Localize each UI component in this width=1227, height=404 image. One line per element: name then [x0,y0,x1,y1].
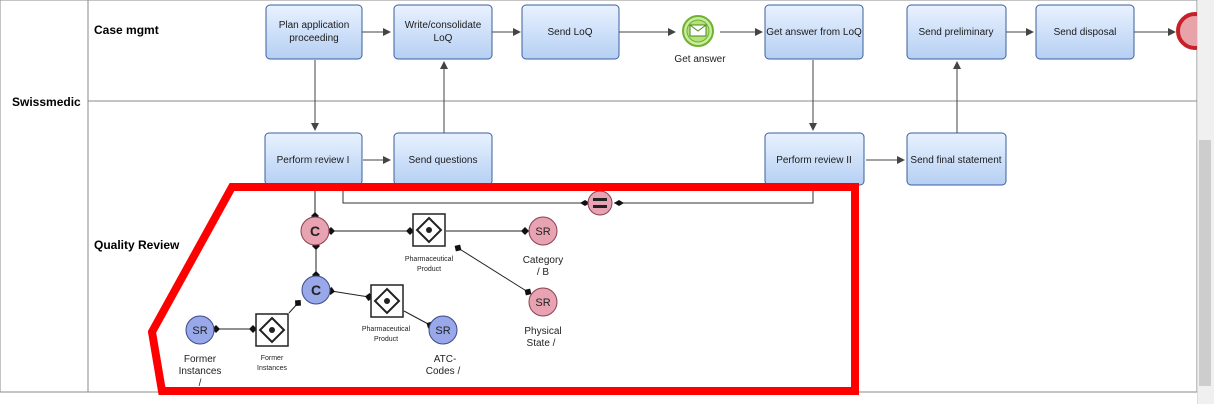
sr-category-b[interactable]: SR Category / B [523,216,564,278]
sr-label: SR [535,226,550,238]
task-review1-label: Perform review I [277,155,350,166]
task-plan-line1: Plan application [279,20,350,31]
sequence-flows [311,28,1176,164]
sr-label: SR [435,325,450,337]
former-line1: Former [184,354,217,365]
lane-label-quality-review: Quality Review [94,238,180,252]
model-connectors [212,190,532,333]
task-plan-line2: proceeding [289,33,338,44]
event-label: Get answer [674,54,726,65]
task-send-questions[interactable]: Send questions [393,132,493,186]
lane-label-case-mgmt: Case mgmt [94,23,159,37]
task-plan-application-proceeding[interactable]: Plan application proceeding [265,4,363,60]
task-send-loq-label: Send LoQ [547,27,592,38]
sr-label: SR [192,325,207,337]
task-perform-review-1[interactable]: Perform review I [264,132,363,186]
task-send-final-statement[interactable]: Send final statement [906,132,1007,186]
highlight-outline [147,183,859,395]
task-write-line1: Write/consolidate [405,20,482,31]
association-bracket [342,188,814,206]
task-send-preliminary[interactable]: Send preliminary [906,4,1007,60]
atc-line1: ATC- [434,354,457,365]
pharma-mid-line2: Product [374,336,398,343]
atc-line2: Codes / [426,366,461,377]
task-send-preliminary-label: Send preliminary [918,27,993,38]
pharma-top-line2: Product [417,266,441,273]
task-send-loq[interactable]: Send LoQ [521,4,620,60]
task-send-disposal-label: Send disposal [1054,27,1117,38]
task-send-final-label: Send final statement [910,155,1001,166]
equals-operator[interactable] [587,190,613,216]
pool-label: Swissmedic [12,95,81,109]
former-small-line1: Former [261,355,284,362]
sr-physical-state[interactable]: SR Physical State / [524,287,562,349]
task-write-consolidate-loq[interactable]: Write/consolidate LoQ [393,4,493,60]
task-perform-review-2[interactable]: Perform review II [764,132,865,186]
sr-label: SR [535,297,550,309]
message-event-get-answer[interactable]: Get answer [674,15,726,65]
former-small-line2: Instances [257,365,287,372]
task-review2-label: Perform review II [776,155,852,166]
operator-pink[interactable]: C [300,216,330,246]
sr-atc-codes[interactable]: SR ATC- Codes / [426,315,461,377]
physical-line1: Physical [524,326,561,337]
category-line1: Category [523,255,564,266]
task-write-line2: LoQ [434,33,453,44]
pharma-product-icon-top[interactable]: Pharmaceutical Product [405,213,454,273]
svg-text:C: C [311,282,321,298]
sr-former-instances[interactable]: SR Former Instances / [179,315,222,389]
pharma-product-icon-mid[interactable]: Pharmaceutical Product [362,284,411,343]
task-get-answer-from-loq[interactable]: Get answer from LoQ [764,4,864,60]
task-send-questions-label: Send questions [409,155,478,166]
former-instances-icon[interactable]: Former Instances [255,313,289,372]
physical-line2: State / [527,338,556,349]
operator-blue[interactable]: C [301,275,331,305]
task-get-answer-label: Get answer from LoQ [766,27,862,38]
former-line3: / [199,378,202,389]
scrollbar-thumb[interactable] [1199,140,1211,386]
task-send-disposal[interactable]: Send disposal [1035,4,1135,60]
svg-text:C: C [310,223,320,239]
pharma-top-line1: Pharmaceutical [405,256,454,263]
pharma-mid-line1: Pharmaceutical [362,326,411,333]
former-line2: Instances [179,366,222,377]
category-line2: / B [537,267,550,278]
